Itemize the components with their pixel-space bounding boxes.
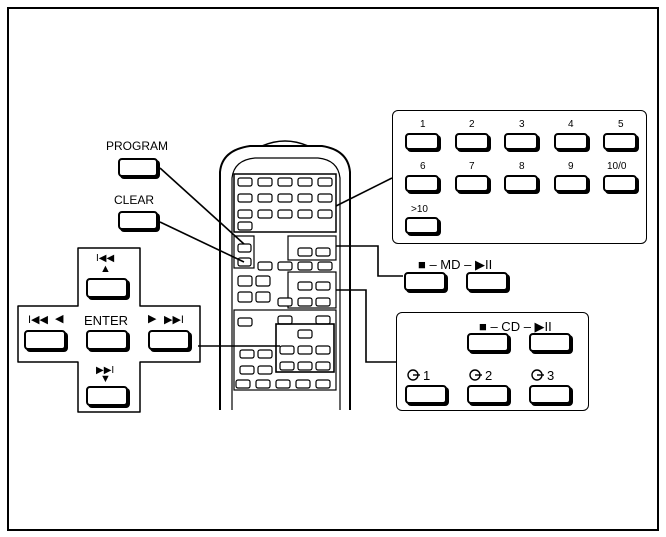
md-stop-button[interactable] xyxy=(404,272,446,291)
num-label: 4 xyxy=(568,119,574,130)
cd-play-pause-button[interactable] xyxy=(529,333,571,352)
disc-3-label: 3 xyxy=(547,368,555,383)
up-arrow-icon: ▲ xyxy=(100,263,111,275)
num-label: >10 xyxy=(411,204,428,215)
down-arrow-icon: ▼ xyxy=(100,373,111,385)
cd-group-label: ■ – CD – ▶II xyxy=(479,319,552,334)
right-next-mark: ▶▶I xyxy=(164,314,184,326)
num-button-8[interactable] xyxy=(504,175,538,192)
num-label: 2 xyxy=(469,119,475,130)
num-label: 3 xyxy=(519,119,525,130)
num-label: 8 xyxy=(519,161,525,172)
clear-button[interactable] xyxy=(118,211,158,230)
remote-top-buttons xyxy=(237,177,333,231)
up-skip-button[interactable] xyxy=(86,278,128,298)
disc-icon xyxy=(407,369,420,381)
num-button-5[interactable] xyxy=(603,133,637,150)
num-button-6[interactable] xyxy=(405,175,439,192)
disc-1-label: 1 xyxy=(423,368,431,383)
left-prev-mark: I◀◀ xyxy=(28,314,48,326)
program-label: PROGRAM xyxy=(106,139,169,153)
num-button-3[interactable] xyxy=(504,133,538,150)
num-button-10-0[interactable] xyxy=(603,175,637,192)
num-button-4[interactable] xyxy=(554,133,588,150)
skip-fwd-mark: ▶▶I xyxy=(96,365,115,376)
md-play-pause-button[interactable] xyxy=(466,272,508,291)
num-button-7[interactable] xyxy=(455,175,489,192)
clear-label: CLEAR xyxy=(114,193,155,207)
num-button-9[interactable] xyxy=(554,175,588,192)
enter-label: ENTER xyxy=(84,313,129,328)
skip-back-mark: I◀◀ xyxy=(96,253,115,264)
disc-icon xyxy=(469,369,482,381)
number-pad-panel: 1 2 3 4 5 6 7 8 9 10/0 >10 xyxy=(392,110,647,244)
num-label: 6 xyxy=(420,161,426,172)
num-label: 7 xyxy=(469,161,475,172)
down-skip-button[interactable] xyxy=(86,386,128,406)
num-label: 9 xyxy=(568,161,574,172)
right-arrow-icon: ▶ xyxy=(148,313,157,325)
num-button-2[interactable] xyxy=(455,133,489,150)
program-button[interactable] xyxy=(118,158,158,177)
num-label: 5 xyxy=(618,119,624,130)
left-arrow-icon: ◀ xyxy=(55,313,64,325)
cd-panel: ■ – CD – ▶II 1 2 3 xyxy=(396,312,589,411)
cd-stop-button[interactable] xyxy=(467,333,509,352)
left-skip-button[interactable] xyxy=(24,330,66,350)
right-skip-button[interactable] xyxy=(148,330,190,350)
num-label: 1 xyxy=(420,119,426,130)
dpad-outline xyxy=(17,247,201,413)
disc-3-button[interactable] xyxy=(529,385,571,404)
disc-2-label: 2 xyxy=(485,368,493,383)
num-label: 10/0 xyxy=(607,161,627,172)
disc-1-button[interactable] xyxy=(405,385,447,404)
disc-2-button[interactable] xyxy=(467,385,509,404)
md-group-label: ■ – MD – ▶II xyxy=(418,257,493,272)
num-button-1[interactable] xyxy=(405,133,439,150)
disc-icon xyxy=(531,369,544,381)
enter-button[interactable] xyxy=(86,330,128,350)
page-frame xyxy=(7,7,658,531)
num-button-over-10[interactable] xyxy=(405,217,439,234)
